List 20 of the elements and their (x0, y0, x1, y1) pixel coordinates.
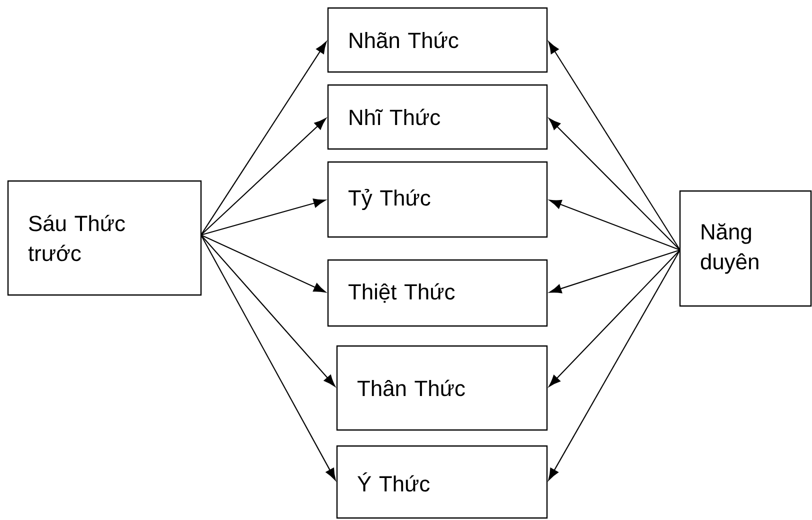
process-box: Tỷ Thức (327, 161, 548, 238)
process-box: Sáu Thức trước (7, 180, 202, 296)
process-box: Thiệt Thức (327, 259, 548, 327)
process-box: Nhĩ Thức (327, 84, 548, 150)
arrow (200, 234, 336, 480)
arrow (200, 234, 336, 387)
process-box: Nhãn Thức (327, 7, 548, 73)
arrow (548, 250, 680, 480)
arrow (200, 198, 326, 236)
process-box: Ý Thức (336, 445, 548, 519)
arrow (548, 118, 680, 250)
arrow (548, 250, 680, 387)
arrow (200, 118, 326, 236)
arrow (200, 41, 327, 236)
arrow (549, 249, 680, 294)
arrow (548, 41, 680, 250)
arrow (200, 234, 326, 293)
process-box: Thân Thức (336, 345, 548, 431)
process-box: Năng duyên (679, 190, 812, 307)
arrow (549, 200, 680, 250)
